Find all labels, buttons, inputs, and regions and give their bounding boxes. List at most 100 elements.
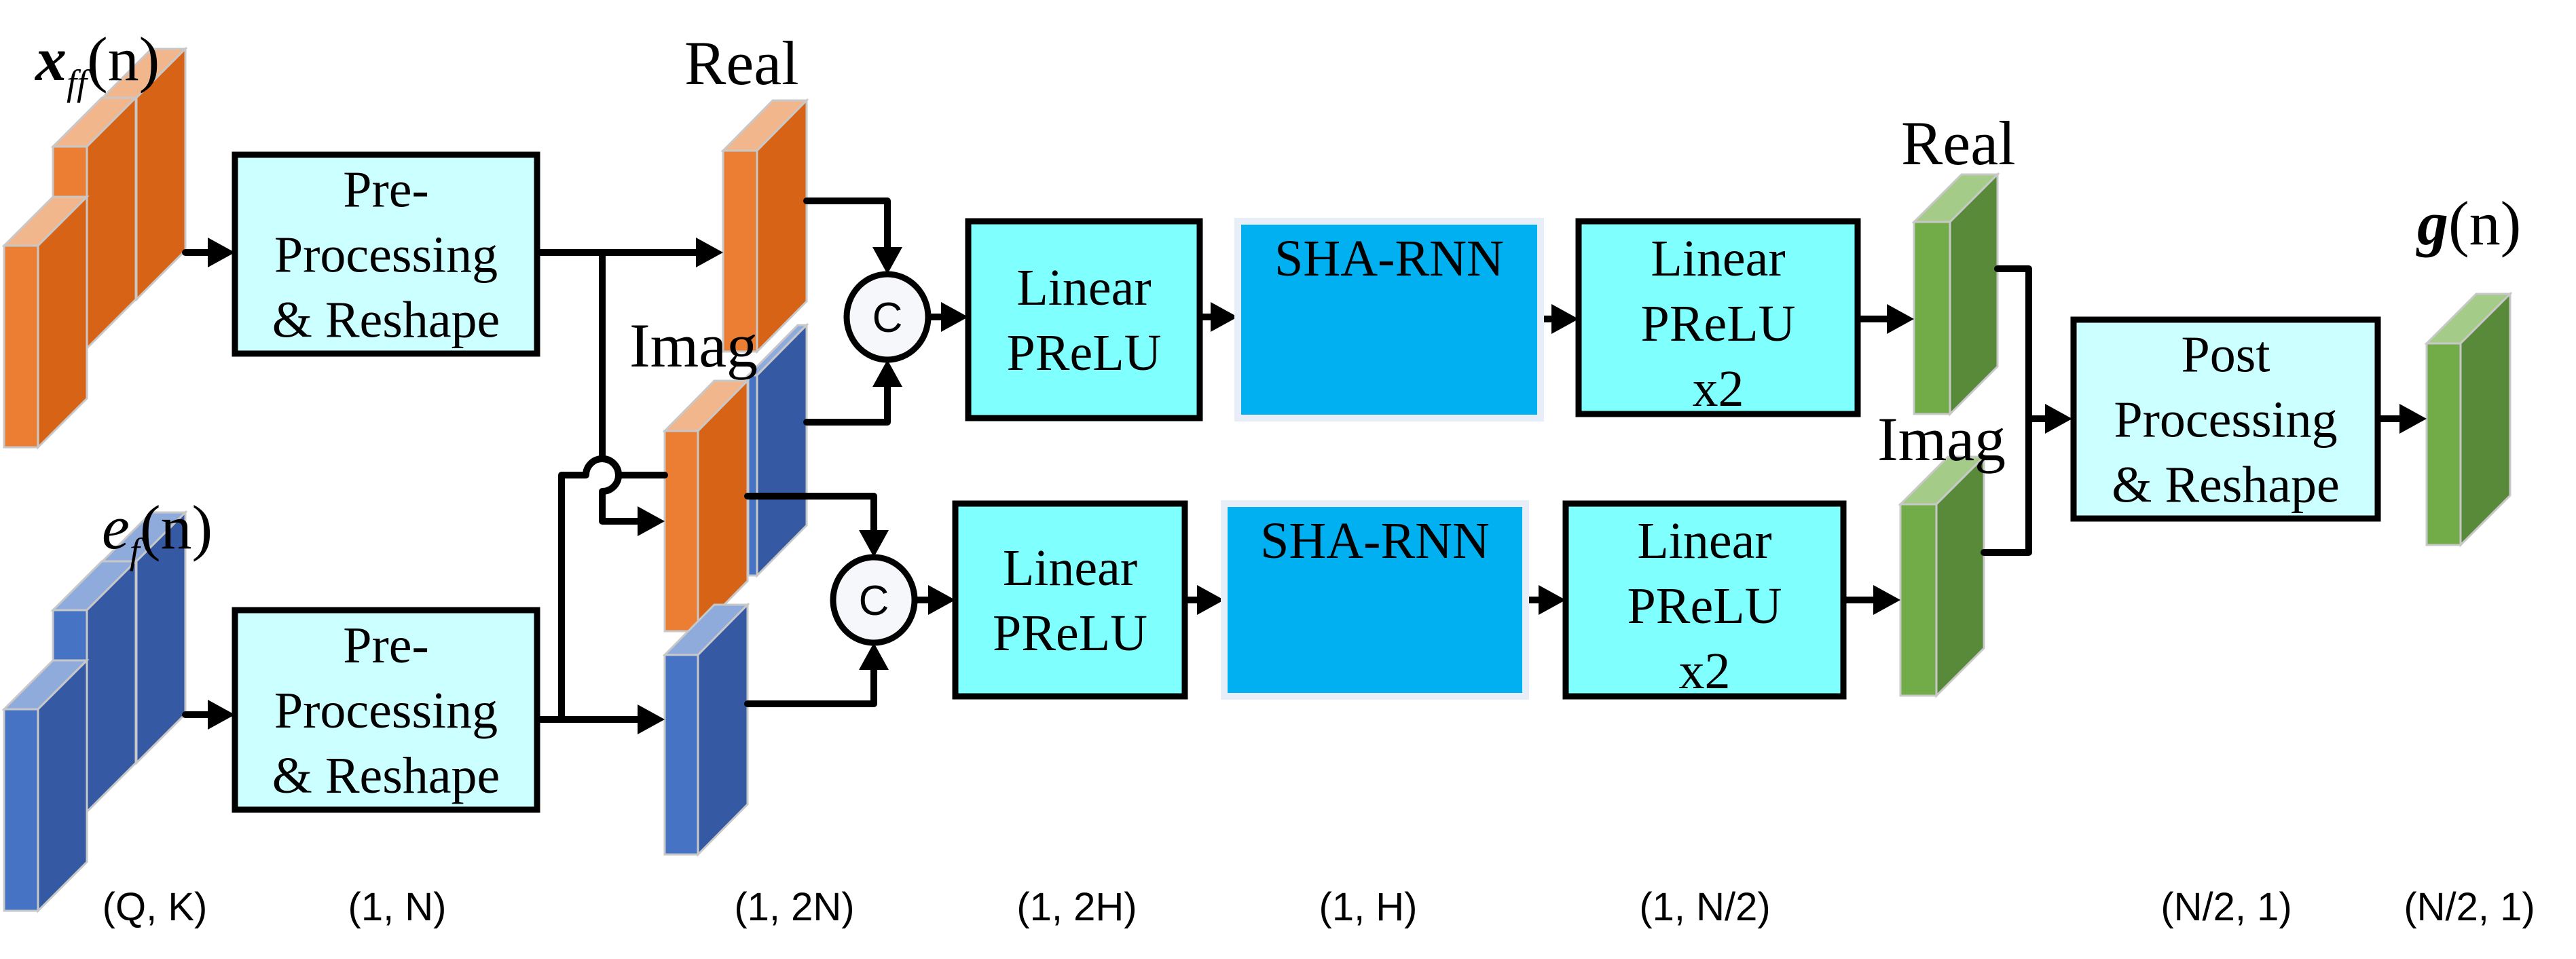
block-label-line: Linear xyxy=(1016,259,1151,316)
block-label-line: Pre- xyxy=(343,162,429,219)
arrow-right-icon xyxy=(1887,304,1914,334)
arrow-right-icon xyxy=(2045,404,2072,434)
block-frame xyxy=(965,218,1203,421)
x-input-stack-slab-3 xyxy=(1,194,90,450)
arrow-right-icon xyxy=(1873,585,1900,615)
arrow-right-icon xyxy=(1539,585,1566,615)
block-label-line: x2 xyxy=(1693,360,1744,417)
block-frame xyxy=(1221,500,1529,700)
dimension-label: (Q, K) xyxy=(103,885,208,929)
arrow-right-icon xyxy=(2399,404,2427,434)
imag-label-out: Imag xyxy=(1877,405,2006,474)
dimension-label: (N/2, 1) xyxy=(2404,885,2535,929)
block-label-line: Post xyxy=(2182,326,2270,383)
block-label-line: Processing xyxy=(274,682,498,739)
slab-front-face xyxy=(663,654,699,856)
real-output-stack xyxy=(1911,172,2000,417)
concat-circle xyxy=(830,554,918,646)
imag-stack-bottom xyxy=(662,602,750,857)
block-label-line: Linear xyxy=(1637,512,1771,569)
block-frame xyxy=(952,500,1188,700)
wire xyxy=(744,666,877,707)
block-frame xyxy=(232,151,540,357)
pre-processing-block-top: Pre-Processing& Reshape xyxy=(232,151,540,357)
real-stack-bottom xyxy=(662,378,750,634)
arrow-up-icon xyxy=(859,643,889,670)
block-label-line: & Reshape xyxy=(272,747,500,804)
concat-symbol: C xyxy=(872,295,903,341)
real-stack-top xyxy=(720,98,809,354)
arrow-right-icon xyxy=(208,700,235,730)
real-label-top: Real xyxy=(684,29,799,98)
wire xyxy=(803,198,891,250)
g-output-label: g(n) xyxy=(2416,189,2521,258)
dimension-label: (1, N) xyxy=(348,885,447,929)
block-label-line: SHA-RNN xyxy=(1274,230,1504,287)
wire xyxy=(744,493,877,533)
block-label-line: Pre- xyxy=(343,617,429,674)
sha-rnn-block-bottom: SHA-RNN xyxy=(1221,500,1529,700)
imag-label-mid: Imag xyxy=(629,311,758,380)
imag-output-stack xyxy=(1898,454,1987,698)
arrow-right-icon xyxy=(1551,304,1579,334)
arrow-down-icon xyxy=(859,530,889,557)
slab-front-face xyxy=(663,430,699,633)
arrow-right-icon xyxy=(638,704,665,734)
block-label-line: x2 xyxy=(1679,643,1731,700)
arrow-up-icon xyxy=(872,360,902,387)
branch-wire-bridge-vertical xyxy=(599,249,643,525)
arrow-right-icon xyxy=(208,238,235,267)
concat-symbol: C xyxy=(859,578,889,624)
sha-rnn-block-top: SHA-RNN xyxy=(1234,218,1544,421)
block-frame xyxy=(1562,500,1847,700)
block-frame xyxy=(1234,218,1544,421)
slab-front-face xyxy=(1913,221,1951,415)
slab-front-face xyxy=(747,374,758,577)
arrow-down-icon xyxy=(872,247,902,274)
block-label-line: PReLU xyxy=(993,605,1147,662)
dimension-labels: (Q, K)(1, N)(1, 2N)(1, 2H)(1, H)(1, N/2)… xyxy=(103,885,2535,929)
slab-front-face xyxy=(2425,342,2462,546)
branch-wire-bridge-horizontal xyxy=(558,455,668,723)
block-label-line: Processing xyxy=(2114,392,2337,449)
arrow-right-icon xyxy=(638,506,665,536)
dimension-label: (1, N/2) xyxy=(1639,885,1770,929)
block-label-line: Linear xyxy=(1003,540,1137,597)
block-label-line: & Reshape xyxy=(2112,457,2340,514)
e-input-label: ef(n) xyxy=(102,493,213,571)
merge-bracket xyxy=(1981,265,2032,556)
block-label-line: PReLU xyxy=(1641,295,1796,352)
block-frame xyxy=(232,607,540,813)
concat-node-top: C xyxy=(843,271,932,363)
dimension-label: (1, H) xyxy=(1319,885,1418,929)
slab-front-face xyxy=(722,149,758,353)
arrow-right-icon xyxy=(696,238,723,267)
dimension-label: (1, 2N) xyxy=(734,885,854,929)
g-output-stack xyxy=(2424,291,2513,548)
block-label-line: PReLU xyxy=(1007,324,1162,381)
block-label-line: PReLU xyxy=(1627,578,1782,635)
arrow-right-icon xyxy=(1197,585,1224,615)
block-frame xyxy=(2070,316,2381,522)
block-frame xyxy=(1575,218,1861,417)
connection-wires xyxy=(182,198,2427,734)
block-label-line: Linear xyxy=(1651,230,1785,287)
slab-front-face xyxy=(3,708,39,912)
imag-stack-top xyxy=(746,322,809,578)
slab-front-face xyxy=(1899,503,1938,697)
real-label-out: Real xyxy=(1901,109,2016,178)
block-label-line: SHA-RNN xyxy=(1260,512,1490,569)
wire xyxy=(803,383,891,426)
slab-front-face xyxy=(3,244,39,449)
arrow-right-icon xyxy=(1211,302,1238,332)
e-input-stack-slab-3 xyxy=(1,658,90,914)
pre-processing-block-bottom: Pre- Processing & Reshape xyxy=(232,607,540,813)
concat-node-bottom: C xyxy=(830,554,918,646)
